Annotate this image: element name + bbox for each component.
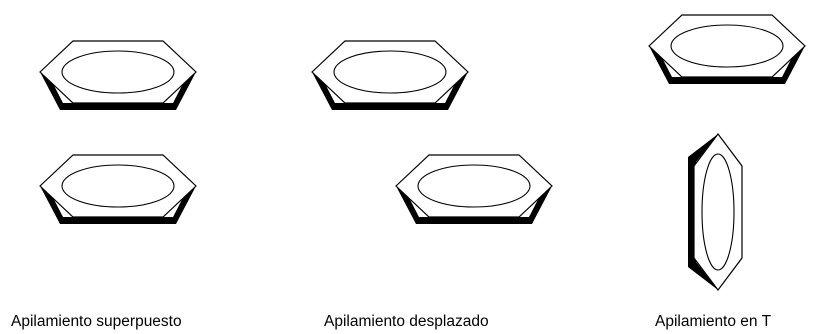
- displaced-stack: [311, 40, 553, 225]
- benzene-ring-vertical: [687, 133, 743, 291]
- caption-displaced: Apilamiento desplazado: [324, 313, 489, 330]
- benzene-ring-top: [648, 14, 806, 85]
- caption-t-shaped: Apilamiento en T: [655, 313, 772, 330]
- benzene-ring-top: [311, 40, 469, 111]
- benzene-ring-top: [39, 40, 197, 111]
- benzene-ring-bottom: [39, 154, 197, 225]
- sandwich-stack: [39, 40, 197, 225]
- t-shaped-stack: [648, 14, 806, 291]
- benzene-ring-bottom: [395, 154, 553, 225]
- caption-sandwich: Apilamiento superpuesto: [11, 313, 182, 330]
